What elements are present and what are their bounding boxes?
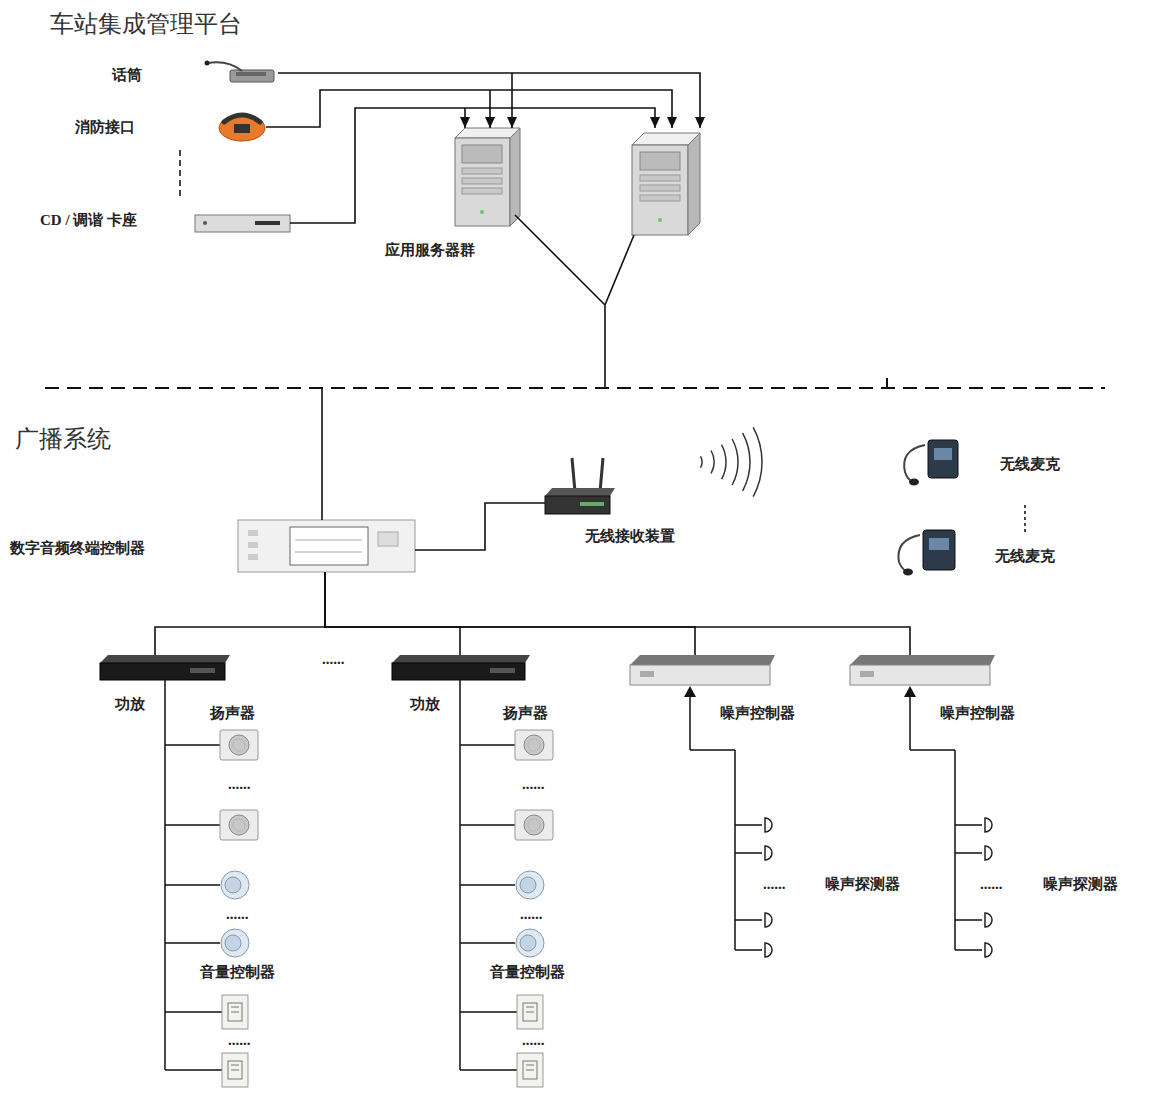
device-label: 噪声控制器 — [940, 706, 1015, 721]
connector — [415, 503, 545, 550]
part-label: ...... — [322, 652, 345, 667]
connector — [325, 572, 460, 655]
device-label: 数字音频终端控制器 — [10, 541, 145, 556]
connector — [278, 73, 705, 128]
connector — [322, 215, 634, 520]
amplifier: 功放 — [392, 655, 525, 680]
part-label: ...... — [763, 877, 786, 892]
part-label: ...... — [522, 1033, 545, 1048]
part-label: ...... — [520, 907, 543, 922]
device-label: 无线麦克 — [995, 549, 1055, 564]
part-label: ...... — [228, 777, 251, 792]
cd-tuner-deck: CD / 调谐 卡座 — [195, 213, 290, 233]
device-label: CD / 调谐 卡座 — [40, 213, 137, 228]
wireless-mic: 无线麦克 — [900, 425, 962, 485]
connector — [325, 572, 695, 655]
connector — [266, 90, 677, 128]
microphone: 话筒 — [205, 62, 278, 84]
part-label: ...... — [980, 877, 1003, 892]
fire-interface: 消防接口 — [218, 112, 266, 142]
part-label: ...... — [228, 1033, 251, 1048]
part-label: 噪声探测器 — [825, 877, 900, 892]
device-label: 无线接收装置 — [585, 529, 675, 544]
device-label: 消防接口 — [75, 120, 135, 135]
server-group: 应用服务器群 — [455, 128, 700, 235]
part-label: ...... — [522, 777, 545, 792]
part-label: 噪声探测器 — [1043, 877, 1118, 892]
connector — [325, 572, 910, 655]
device-label: 无线麦克 — [1000, 457, 1060, 472]
noise-controller: 噪声控制器 — [850, 655, 990, 685]
device-label: 功放 — [115, 697, 145, 712]
connector — [155, 572, 325, 655]
amplifier: 功放 — [100, 655, 225, 680]
wireless-mic: 无线麦克 — [895, 515, 965, 575]
connector — [290, 108, 660, 223]
noise-controller: 噪声控制器 — [630, 655, 770, 685]
part-label: ...... — [226, 907, 249, 922]
section-title: 车站集成管理平台 — [50, 12, 242, 36]
device-label: 功放 — [410, 697, 440, 712]
part-label: 音量控制器 — [490, 965, 565, 980]
device-label: 话筒 — [112, 68, 142, 83]
device-label: 噪声控制器 — [720, 706, 795, 721]
part-label: 音量控制器 — [200, 965, 275, 980]
part-label: 扬声器 — [210, 706, 255, 721]
audio-controller: 数字音频终端控制器 — [238, 520, 415, 572]
wireless-receiver: 无线接收装置 — [545, 488, 610, 516]
part-label: 扬声器 — [503, 706, 548, 721]
device-label: 应用服务器群 — [385, 243, 475, 258]
section-title: 广播系统 — [15, 427, 111, 451]
